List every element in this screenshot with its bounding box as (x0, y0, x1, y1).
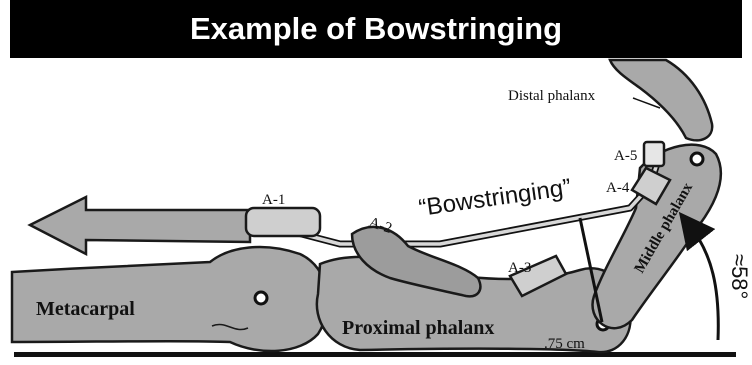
label-a3: A-3 (508, 260, 531, 276)
ground-line (14, 352, 736, 357)
pulley-a5 (644, 142, 664, 166)
pulley-a1 (246, 208, 320, 236)
pull-direction-arrow (30, 197, 250, 254)
label-distance: .75 cm (544, 336, 585, 352)
diagram-title: Example of Bowstringing (190, 11, 562, 47)
middle-pivot (691, 153, 703, 165)
label-proximal-phalanx: Proximal phalanx (342, 317, 494, 339)
label-metacarpal: Metacarpal (36, 298, 135, 320)
label-angle: ≈58° (727, 254, 752, 299)
title-bar: Example of Bowstringing (10, 0, 742, 58)
metacarpal-pivot (255, 292, 267, 304)
label-a1: A-1 (262, 192, 285, 208)
label-a4: A-4 (606, 180, 630, 196)
flexion-angle-arrow (690, 226, 718, 340)
label-a5: A-5 (614, 148, 637, 164)
label-bowstringing: “Bowstringing” (417, 174, 573, 222)
distal-phalanx-bone (610, 60, 712, 140)
finger-anatomy-diagram: Distal phalanx A-5 A-4 A-1 A-2 A-3 “Bows… (0, 58, 752, 365)
label-distal-phalanx: Distal phalanx (508, 88, 596, 104)
